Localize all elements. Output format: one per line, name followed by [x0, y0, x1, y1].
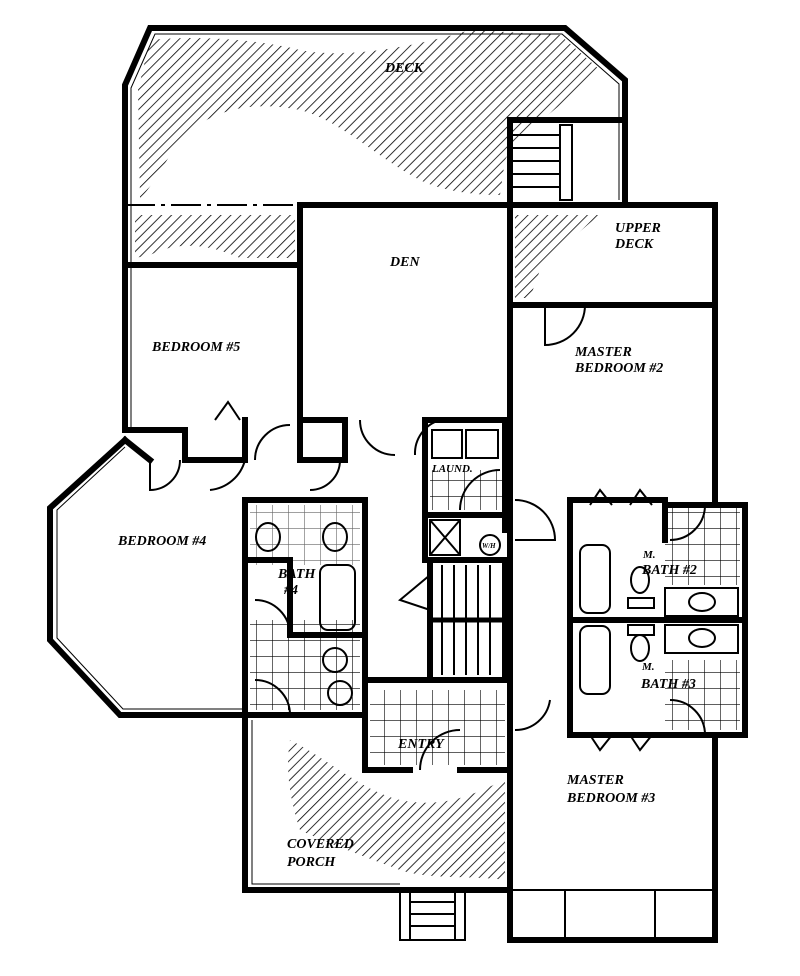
label-m-bath-2b: BATH #2 — [641, 563, 697, 578]
label-master-bedroom-2b: BEDROOM #2 — [574, 361, 663, 376]
deck-hatching — [135, 30, 600, 880]
label-upper-deck: UPPER — [615, 221, 661, 236]
label-den: DEN — [389, 255, 420, 270]
label-master-bedroom-3: MASTER — [566, 773, 624, 788]
label-upper-deck-2: DECK — [614, 237, 655, 252]
deck-outline — [122, 25, 628, 433]
label-bedroom-5: BEDROOM #5 — [151, 340, 240, 355]
porch-steps — [399, 889, 466, 941]
fixtures — [255, 429, 739, 706]
doors — [149, 304, 706, 771]
label-deck: DECK — [384, 61, 425, 76]
label-bath-4b: #4 — [283, 583, 298, 598]
deck-stairs — [507, 117, 628, 208]
label-bath-4: BATH — [277, 567, 316, 582]
room-labels: DECK UPPER DECK DEN BEDROOM #5 MASTER BE… — [117, 61, 697, 870]
label-bedroom-4: BEDROOM #4 — [117, 534, 206, 549]
tile-floors — [250, 470, 740, 765]
interior-stairs — [397, 565, 505, 675]
label-entry: ENTRY — [397, 737, 445, 752]
label-m-bath-2: M. — [642, 549, 656, 561]
label-master-bedroom-2: MASTER — [574, 345, 632, 360]
label-master-bedroom-3b: BEDROOM #3 — [566, 791, 655, 806]
label-m-bath-3: M. — [641, 661, 655, 673]
label-m-bath-3b: BATH #3 — [640, 677, 696, 692]
closet-markers — [214, 400, 653, 752]
label-laundry: LAUND. — [431, 463, 473, 475]
label-water-heater: W/H — [482, 542, 496, 550]
label-covered-porch-b: PORCH — [287, 855, 336, 870]
label-covered-porch: COVERED — [287, 837, 354, 852]
